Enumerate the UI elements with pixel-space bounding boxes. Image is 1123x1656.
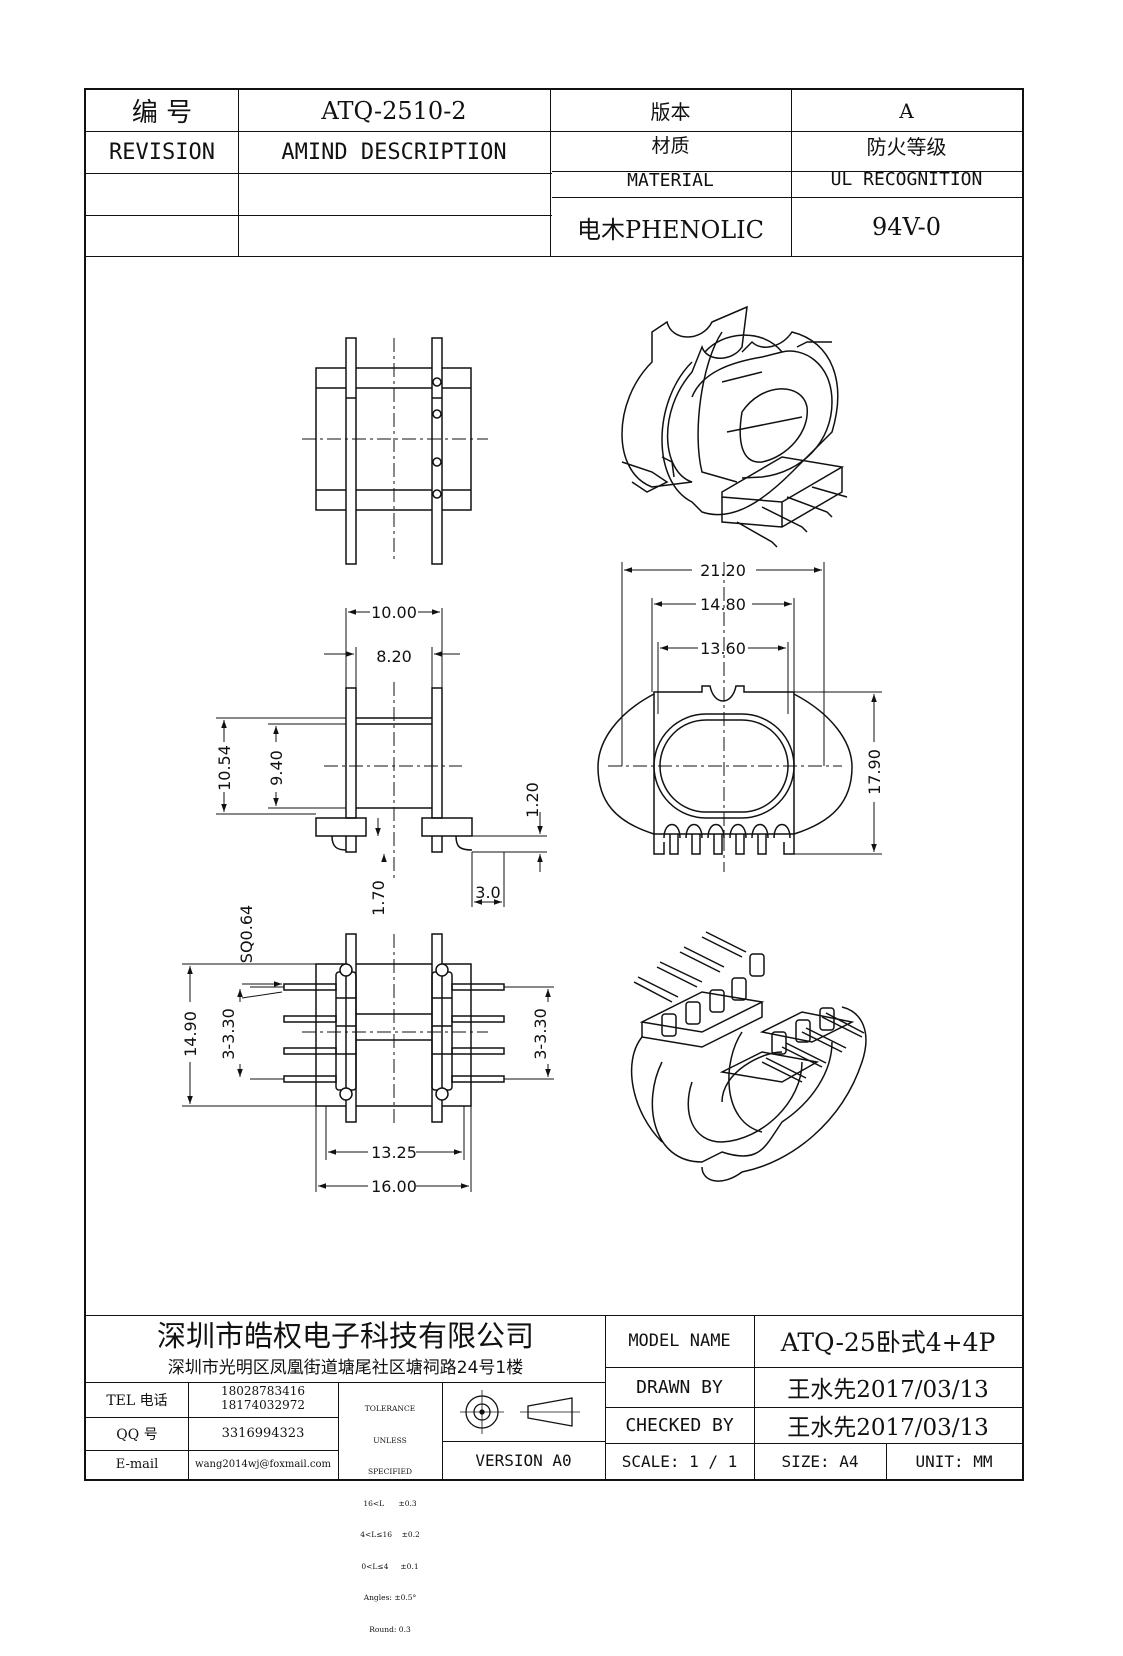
email-value: wang2014wj@foxmail.com	[195, 1459, 331, 1470]
dim-1-20: 1.20	[523, 782, 542, 818]
company-name: 深圳市皓权电子科技有限公司	[156, 1319, 534, 1353]
dim-1-70: 1.70	[369, 880, 388, 916]
dimension-labels: 21.20 14.80 13.60 17.90 10.00 8.20 10.54…	[181, 561, 884, 1196]
material-label-en: MATERIAL	[627, 169, 714, 191]
revision-label: REVISION	[109, 139, 215, 165]
drawn-by-label: DRAWN BY	[636, 1376, 723, 1398]
model-name-label: MODEL NAME	[628, 1331, 731, 1351]
bottom-view	[182, 933, 554, 1192]
model-name-value: ATQ-25卧式4+4P	[780, 1328, 996, 1357]
dim-21-20: 21.20	[700, 561, 746, 580]
tolerance-line: UNLESS	[373, 1435, 407, 1445]
number-value: ATQ-2510-2	[321, 96, 467, 125]
tolerance-line: SPECIFIED	[367, 1467, 412, 1476]
dim-10-54: 10.54	[215, 745, 234, 791]
projection-symbol-icon	[460, 1390, 580, 1434]
amind-description-label: AMIND DESCRIPTION	[281, 139, 507, 165]
unit-text: UNIT: MM	[915, 1451, 993, 1471]
tolerance-line: Round: 0.3	[369, 1624, 411, 1634]
dim-10-00: 10.00	[371, 603, 417, 622]
dim-17-90: 17.90	[865, 749, 884, 795]
number-label: 编 号	[131, 98, 193, 128]
ul-label-en: UL RECOGNITION	[830, 168, 983, 190]
material-label-cn: 材质	[651, 134, 690, 157]
material-value: 电木PHENOLIC	[576, 215, 765, 244]
size-text: SIZE: A4	[781, 1451, 859, 1471]
company-address: 深圳市光明区凤凰街道塘尾社区塘祠路24号1楼	[167, 1357, 524, 1378]
email-label: E-mail	[115, 1457, 159, 1472]
dim-3x3-30-right: 3-3.30	[531, 1008, 550, 1060]
dim-14-80: 14.80	[700, 595, 746, 614]
tolerance-line: Angles: ±0.5°	[363, 1593, 417, 1602]
version-text: VERSION A0	[475, 1450, 572, 1470]
dim-3-0: 3.0	[475, 883, 500, 902]
version-label: 版本	[650, 100, 691, 124]
dim-13-60: 13.60	[700, 639, 746, 658]
drawn-by-value: 王水先2017/03/13	[787, 1377, 989, 1403]
scale-text: SCALE: 1 / 1	[621, 1451, 738, 1471]
drawing-sheet: 编 号 ATQ-2510-2 版本 A REVISION AMIND DESCR…	[84, 88, 1024, 1634]
technical-drawing: 21.20 14.80 13.60 17.90 10.00 8.20 10.54…	[181, 305, 884, 1196]
version-value: A	[899, 98, 914, 123]
dim-9-40: 9.40	[267, 750, 286, 786]
side-view	[216, 608, 547, 907]
tel-2: 18174032972	[221, 1398, 305, 1412]
qq-label: QQ 号	[116, 1426, 158, 1443]
dim-14-90: 14.90	[181, 1011, 200, 1057]
ul-label-cn: 防火等级	[866, 134, 947, 159]
dim-8-20: 8.20	[376, 647, 412, 666]
tel-label: TEL 电话	[106, 1392, 168, 1409]
checked-by-value: 王水先2017/03/13	[787, 1415, 989, 1441]
tel-values: 18028783416 18174032972	[188, 1384, 338, 1417]
dim-13-25: 13.25	[371, 1143, 417, 1162]
tolerance-line: 0<L≤4 ±0.1	[361, 1561, 419, 1571]
tel-1: 18028783416	[221, 1384, 305, 1398]
dim-3x3-30-left: 3-3.30	[219, 1008, 238, 1060]
dim-sq0-64: SQ0.64	[237, 905, 256, 963]
checked-by-label: CHECKED BY	[625, 1414, 734, 1436]
qq-value: 3316994323	[221, 1426, 305, 1441]
top-view	[302, 337, 488, 565]
dim-16-00: 16.00	[371, 1177, 417, 1196]
front-view	[597, 562, 882, 872]
tolerance-line: TOLERANCE	[364, 1404, 416, 1413]
tolerance-block: TOLERANCE UNLESS SPECIFIED 16<L ±0.3 4<L…	[340, 1383, 440, 1634]
tolerance-line: 16<L ±0.3	[363, 1498, 417, 1508]
ul-value: 94V-0	[871, 213, 942, 241]
isometric-view-top	[621, 305, 848, 548]
isometric-view-bottom	[630, 931, 867, 1182]
tolerance-line: 4<L≤16 ±0.2	[360, 1530, 420, 1539]
